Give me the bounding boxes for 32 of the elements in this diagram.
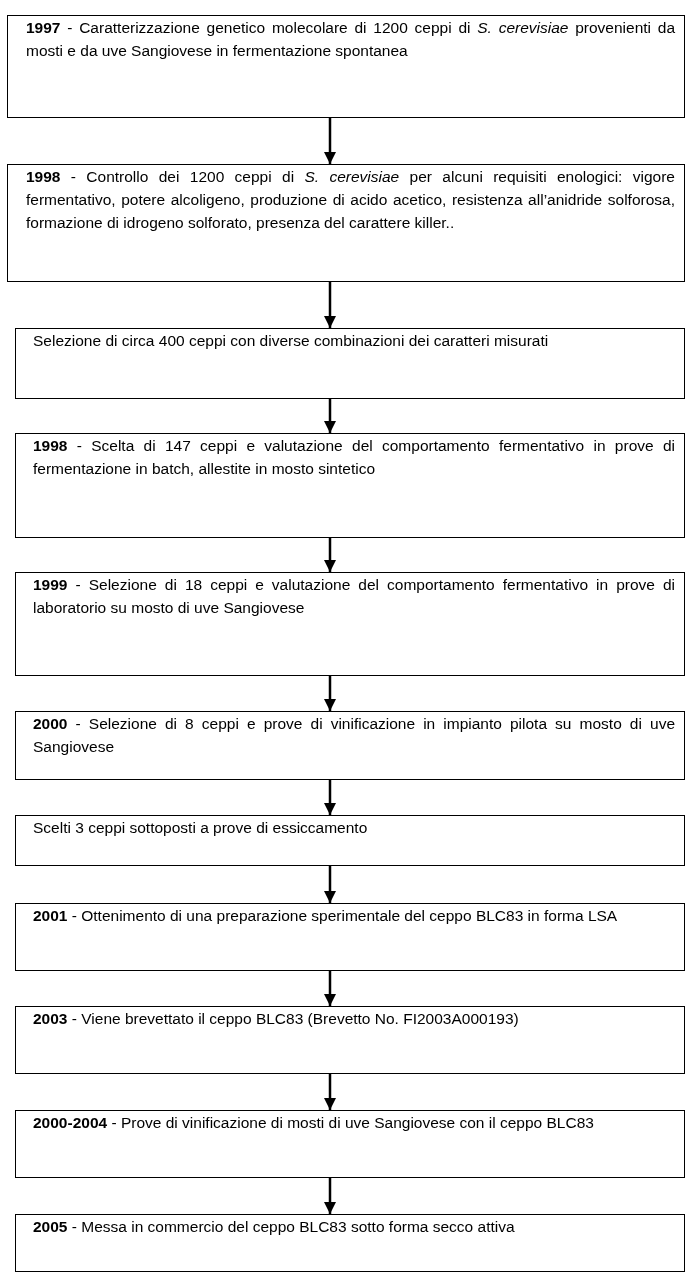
process-box [15,328,685,399]
step-text: Scelti 3 ceppi sottoposti a prove di essiccamento [33,818,369,838]
arrow [323,866,337,903]
step-text: 1998 - Controllo dei 1200 ceppi di S. cerevisiae per alcuni requisiti enologici: vigore fermentativo, potere alcoligeno, produzione di acido acetico, resistenza all’anidride solforosa, formazione di idrogeno solforato, presenza del carattere killer.. [26,167,675,233]
step-text: 2000-2004 - Prove di vinificazione di mosti di uve Sangiovese con il ceppo BLC83 [33,1113,595,1133]
process-box [15,1110,685,1178]
arrow [323,282,337,328]
arrow [323,1074,337,1110]
process-box [15,1214,685,1272]
step-text: 2003 - Viene brevettato il ceppo BLC83 (Brevetto No. FI2003A000193) [33,1009,520,1029]
arrow [323,780,337,815]
arrow [323,399,337,433]
step-text: 2000 - Selezione di 8 ceppi e prove di vinificazione in impianto pilota su mosto di uve Sangiovese [33,714,675,757]
process-box [15,572,685,676]
process-box [15,903,685,971]
process-box [7,164,685,282]
process-box [7,15,685,118]
step-text: 1999 - Selezione di 18 ceppi e valutazione del comportamento fermentativo in prove di laboratorio su mosto di uve Sangiovese [33,575,675,618]
step-text: 2005 - Messa in commercio del ceppo BLC83 sotto forma secco attiva [33,1217,516,1237]
arrow [323,1178,337,1214]
process-box [15,433,685,538]
arrow [323,118,337,164]
arrow [323,676,337,711]
arrow [323,971,337,1006]
step-text: 1997 - Caratterizzazione genetico molecolare di 1200 ceppi di S. cerevisiae provenienti da mosti e da uve Sangiovese in fermentazione spontanea [26,18,675,61]
process-box [15,1006,685,1074]
step-text: 2001 - Ottenimento di una preparazione sperimentale del ceppo BLC83 in forma LSA [33,906,619,926]
step-text: 1998 - Scelta di 147 ceppi e valutazione del comportamento fermentativo in prove di fermentazione in batch, allestite in mosto sintetico [33,436,675,479]
step-text: Selezione di circa 400 ceppi con diverse combinazioni dei caratteri misurati [33,331,550,351]
arrow [323,538,337,572]
process-box [15,711,685,780]
process-box [15,815,685,866]
